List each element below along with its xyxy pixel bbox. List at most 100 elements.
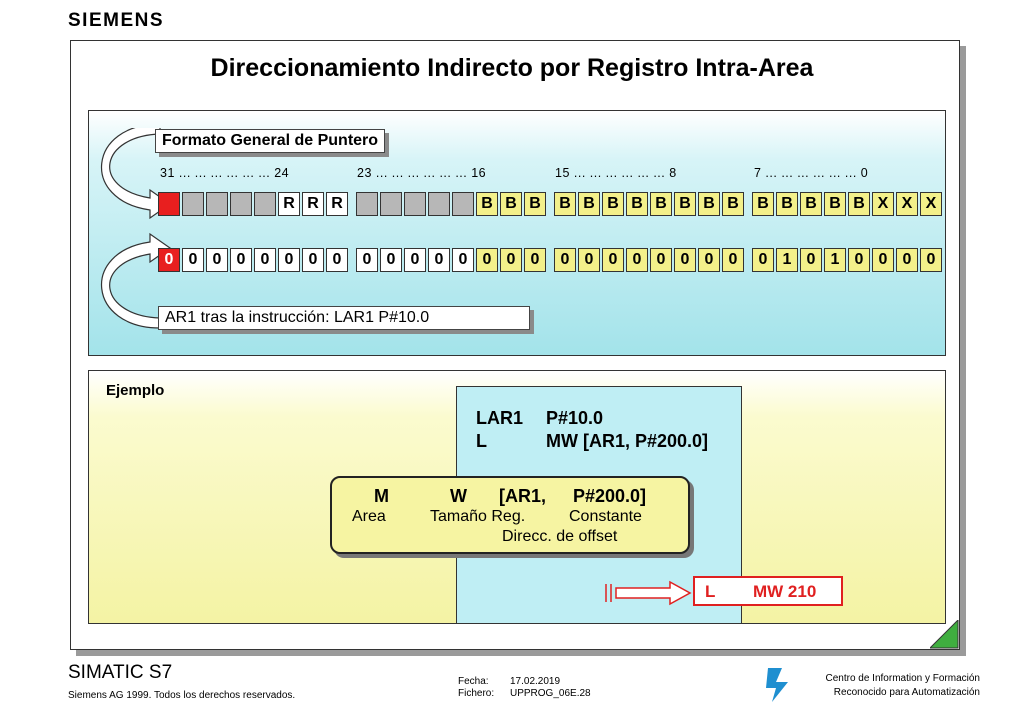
- ar1-bit: 0: [800, 248, 822, 272]
- expl-area-label: Area: [352, 508, 386, 525]
- date-label: Fecha:: [458, 676, 489, 687]
- fmt-bit: B: [626, 192, 648, 216]
- expl-size-label: Tamaño Reg.: [430, 508, 526, 525]
- ar1-bit: 0: [158, 248, 180, 272]
- page-curl-icon: [930, 620, 959, 649]
- fmt-bit: [254, 192, 276, 216]
- ar1-label: AR1 tras la instrucción: LAR1 P#10.0: [158, 306, 530, 330]
- fmt-bit: [356, 192, 378, 216]
- pointer-format-label: Formato General de Puntero: [155, 129, 386, 153]
- fmt-bit: [158, 192, 180, 216]
- fmt-bit: B: [524, 192, 546, 216]
- copyright: Siemens AG 1999. Todos los derechos rese…: [68, 690, 296, 701]
- ar1-bit: 0: [920, 248, 942, 272]
- curved-arrow-bottom-icon: [100, 232, 172, 329]
- result-arg: MW 210: [753, 582, 817, 601]
- date-value: 17.02.2019: [510, 676, 561, 687]
- ar1-bit: 0: [848, 248, 870, 272]
- ar1-bit: 0: [626, 248, 648, 272]
- fmt-bit: B: [602, 192, 624, 216]
- bit-index-byte0: 7 ... ... ... ... ... ... 0: [754, 166, 869, 180]
- ar1-bit: 0: [326, 248, 348, 272]
- fmt-bit: R: [278, 192, 300, 216]
- file-label: Fichero:: [458, 688, 495, 699]
- ar1-bit: 0: [278, 248, 300, 272]
- fmt-bit: B: [674, 192, 696, 216]
- fmt-bit: R: [302, 192, 324, 216]
- explanation-callout: [330, 476, 690, 554]
- ar1-bit: 0: [206, 248, 228, 272]
- ar1-bit: 0: [872, 248, 894, 272]
- fmt-bit: [230, 192, 252, 216]
- curved-arrow-icons: [100, 128, 172, 329]
- curved-arrow-top-icon: [100, 128, 172, 220]
- bit-index-byte2: 23 ... ... ... ... ... ... 16: [357, 166, 487, 180]
- fmt-bit: [206, 192, 228, 216]
- ar1-bit: 0: [302, 248, 324, 272]
- ar1-bit: 0: [752, 248, 774, 272]
- ar1-bit: 0: [650, 248, 672, 272]
- example-label: Ejemplo: [106, 382, 165, 399]
- ar1-bit: 0: [254, 248, 276, 272]
- product-name: SIMATIC S7: [68, 662, 173, 683]
- fmt-bit: X: [872, 192, 894, 216]
- bit-index-byte3: 31 ... ... ... ... ... ... 24: [160, 166, 290, 180]
- expl-reg: [AR1,: [499, 486, 547, 506]
- training-center-line1: Centro de Information y Formación: [825, 673, 980, 684]
- result-op: L: [705, 582, 716, 601]
- fmt-bit: B: [800, 192, 822, 216]
- ar1-bit: 0: [524, 248, 546, 272]
- file-value: UPPROG_06E.28: [510, 688, 591, 699]
- ar1-bit: 0: [182, 248, 204, 272]
- fmt-bit: B: [554, 192, 576, 216]
- expl-const: P#200.0]: [573, 486, 647, 506]
- fmt-bit: B: [578, 192, 600, 216]
- ar1-bit: 1: [776, 248, 798, 272]
- code-line-1-op: LAR1: [476, 408, 524, 428]
- expl-offset-label: Direcc. de offset: [502, 528, 618, 545]
- ar1-bit: 0: [698, 248, 720, 272]
- fmt-bit: B: [500, 192, 522, 216]
- fmt-bit: B: [722, 192, 744, 216]
- fmt-bit: R: [326, 192, 348, 216]
- fmt-bit: B: [776, 192, 798, 216]
- code-line-2-arg: MW [AR1, P#200.0]: [546, 431, 709, 451]
- ar1-bit: 1: [824, 248, 846, 272]
- fmt-bit: [452, 192, 474, 216]
- ar1-bit: 0: [602, 248, 624, 272]
- training-center-logo-icon: [766, 668, 788, 702]
- fmt-bit: [428, 192, 450, 216]
- ar1-bit: 0: [452, 248, 474, 272]
- ar1-bit: 0: [578, 248, 600, 272]
- fmt-bit: [404, 192, 426, 216]
- result-arrow-icon: [605, 580, 692, 606]
- bit-index-byte1: 15 ... ... ... ... ... ... 8: [555, 166, 677, 180]
- ar1-bit: 0: [476, 248, 498, 272]
- page-title: Direccionamiento Indirecto por Registro …: [210, 54, 814, 82]
- result-box: L MW 210: [693, 576, 843, 606]
- expl-area: M: [374, 486, 389, 506]
- siemens-logo: SIEMENS: [68, 10, 165, 31]
- ar1-bit: 0: [722, 248, 744, 272]
- ar1-bit: 0: [554, 248, 576, 272]
- ar1-bit: 0: [500, 248, 522, 272]
- fmt-bit: B: [752, 192, 774, 216]
- fmt-bit: [182, 192, 204, 216]
- fmt-bit: B: [848, 192, 870, 216]
- fmt-bit: [380, 192, 402, 216]
- ar1-bit: 0: [428, 248, 450, 272]
- code-line-1-arg: P#10.0: [546, 408, 604, 428]
- training-center: Centro de Information y Formación Recono…: [790, 672, 980, 700]
- ar1-bit: 0: [404, 248, 426, 272]
- ar1-bit: 0: [896, 248, 918, 272]
- fmt-bit: X: [896, 192, 918, 216]
